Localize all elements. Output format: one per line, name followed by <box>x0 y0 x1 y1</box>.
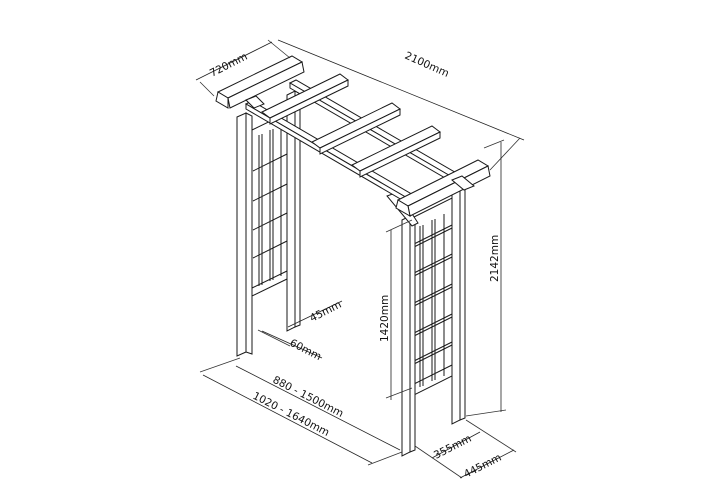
label-overall-height: 2142mm <box>489 235 501 282</box>
dimension-lines <box>195 39 525 479</box>
label-base-inner-depth: 355mm <box>432 433 474 462</box>
label-post-depth: 60mm <box>288 337 324 363</box>
label-trellis-height: 1420mm <box>379 295 391 342</box>
label-length-top: 2100mm <box>403 50 451 80</box>
right-frame <box>386 181 466 457</box>
roof-structure <box>215 55 491 217</box>
label-base-outer-depth: 445mm <box>462 452 504 481</box>
label-depth-top: 720mm <box>208 51 250 80</box>
label-post-width: 45mm <box>308 299 344 325</box>
